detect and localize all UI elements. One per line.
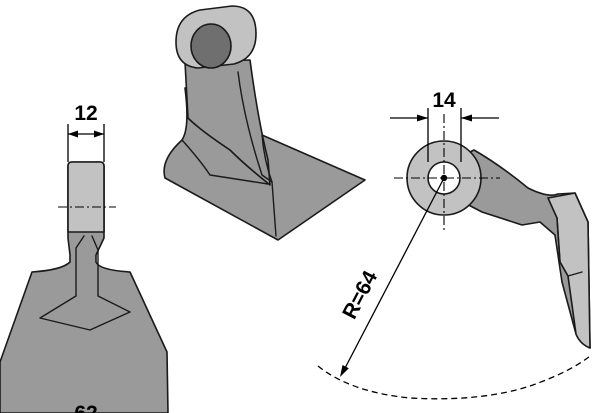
dim-12-label: 12 <box>74 102 97 125</box>
dim-12-arrow-right <box>94 130 104 138</box>
dim-14-arrow-left <box>417 114 428 122</box>
dim-62-label: 62 <box>74 402 97 413</box>
perspective-neck <box>184 59 271 186</box>
radius-arrow <box>340 365 349 377</box>
perspective-view <box>163 5 366 241</box>
dim-12-arrow-left <box>68 130 78 138</box>
perspective-neck-ridge <box>237 71 273 183</box>
perspective-blade-fold <box>181 139 269 185</box>
dim-14-arrow-right <box>461 114 472 122</box>
perspective-eye-hole <box>190 23 232 69</box>
side-view-blade-ridge <box>556 217 583 277</box>
radius-label: R=64 <box>338 267 382 323</box>
front-view: 12 62 <box>0 102 169 413</box>
front-view-eye <box>67 161 105 233</box>
front-view-ridge <box>39 235 131 331</box>
dim-14-label: 14 <box>432 89 456 112</box>
radius-arc <box>317 355 591 400</box>
perspective-blade-edge <box>261 134 277 237</box>
radius-line <box>342 177 445 373</box>
side-view: 14 R=64 <box>317 89 591 400</box>
